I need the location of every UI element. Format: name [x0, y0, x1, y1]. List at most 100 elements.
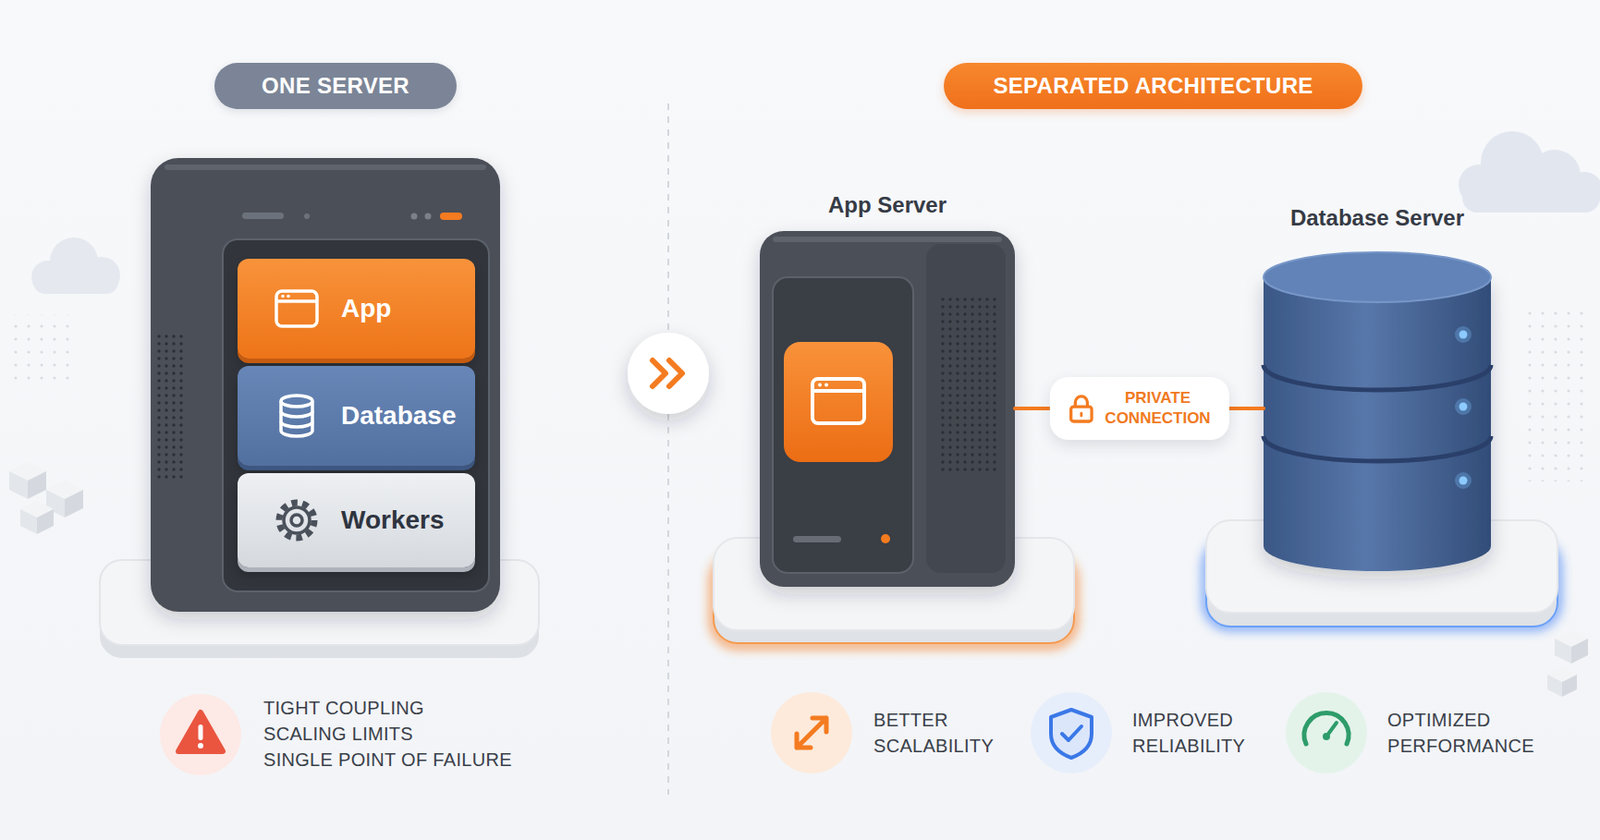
cube-face	[36, 509, 54, 535]
window-icon	[276, 299, 318, 304]
gauge-icon	[1304, 712, 1349, 745]
section-badge: ONE SERVER	[214, 62, 457, 110]
benefit-text: SINGLE POINT OF FAILURE	[263, 746, 513, 773]
lock-icon	[1067, 393, 1094, 424]
server-chassis	[150, 158, 501, 612]
section-badge: SEPARATED ARCHITECTURE	[943, 62, 1363, 110]
benefit-text: IMPROVED RELIABILITY	[1132, 707, 1246, 759]
drive-slot	[242, 212, 284, 220]
cube-face	[27, 471, 47, 500]
led	[1459, 330, 1468, 340]
icon-circle	[1030, 692, 1112, 774]
lock-icon	[1070, 406, 1091, 422]
dot-grid	[1520, 305, 1593, 482]
shield-icon	[1062, 726, 1082, 741]
divider	[667, 103, 670, 795]
lock-icon	[1079, 412, 1083, 418]
layer-text: Workers	[341, 505, 445, 536]
cube-face	[1571, 638, 1588, 664]
window-icon	[824, 383, 829, 388]
cloud-part	[1462, 183, 1600, 213]
cube-face	[64, 489, 84, 518]
gear-icon	[291, 514, 303, 526]
layer-icon	[272, 284, 321, 333]
chassis-highlight	[164, 164, 487, 171]
cylinder-bottom	[1263, 521, 1491, 572]
scale-icon	[796, 718, 827, 748]
lock-icon	[1074, 396, 1088, 407]
led-glow	[1454, 398, 1472, 416]
warning-icon	[197, 743, 204, 749]
server-title: Database Server	[1290, 205, 1465, 232]
led-glow	[1454, 472, 1472, 489]
gear-icon	[283, 507, 310, 534]
database-layer: Database	[237, 366, 476, 466]
benefit-text: BETTER SCALABILITY	[873, 707, 994, 759]
cube-face	[1547, 674, 1563, 697]
database-cylinder	[1263, 277, 1491, 572]
arrow-circle	[627, 332, 709, 415]
led	[1459, 476, 1468, 486]
window-icon	[276, 291, 318, 327]
app-tile	[783, 341, 893, 463]
shield-icon	[1050, 709, 1092, 758]
drive-slot	[793, 536, 842, 543]
badge-text: ONE SERVER	[261, 73, 410, 99]
vent-grille	[157, 332, 184, 481]
icon-circle	[770, 692, 853, 774]
led	[1459, 403, 1468, 412]
window-icon	[812, 389, 865, 393]
benefit-text: TIGHT COUPLING	[263, 695, 425, 721]
database-server: Database Server	[1263, 205, 1491, 572]
warning-icon	[178, 712, 223, 752]
app-layer: App	[237, 258, 476, 359]
layer-icon	[272, 391, 321, 440]
window-icon	[280, 294, 285, 299]
layer-icon	[272, 496, 321, 545]
benefit-text: SCALING LIMITS	[263, 720, 414, 747]
cylinder-band	[1263, 436, 1491, 462]
icon-circle	[1285, 692, 1368, 774]
led	[411, 213, 418, 220]
cube-face	[9, 471, 28, 500]
layer-text: App	[341, 293, 391, 324]
cylinder-top	[1263, 252, 1491, 303]
window-icon	[818, 383, 822, 388]
server-title: App Server	[828, 192, 947, 219]
window-icon	[812, 378, 865, 424]
warning-icon	[198, 724, 204, 741]
led	[425, 213, 432, 220]
cube-face	[20, 509, 37, 535]
database-icon	[280, 401, 313, 437]
cube-face	[1554, 638, 1572, 664]
gear-icon	[279, 502, 315, 538]
vent-grille	[940, 295, 997, 472]
app-server: App Server	[759, 192, 1015, 587]
icon-circle	[159, 694, 242, 776]
button	[304, 213, 310, 220]
connection-pill: PRIVATE CONNECTION	[1049, 377, 1229, 440]
led	[880, 534, 891, 544]
cloud	[31, 237, 121, 294]
chassis-highlight	[772, 236, 1002, 243]
chevron-arrow	[652, 360, 683, 387]
connection-label: PRIVATE CONNECTION	[1104, 388, 1210, 429]
gauge-icon	[1322, 732, 1331, 741]
cloud	[1458, 131, 1600, 213]
cube-face	[1562, 674, 1577, 697]
front-panel	[772, 277, 914, 574]
platform	[1206, 520, 1558, 613]
badge-text: SEPARATED ARCHITECTURE	[992, 73, 1313, 99]
led	[439, 212, 463, 220]
cloud-part	[33, 269, 119, 294]
workers-layer: Workers	[237, 473, 476, 568]
chassis-bay	[222, 239, 489, 592]
server-chassis	[759, 231, 1015, 587]
database-icon	[280, 411, 313, 428]
led-glow	[1454, 326, 1472, 343]
benefit-text: OPTIMIZED PERFORMANCE	[1387, 707, 1535, 759]
window-icon	[286, 294, 291, 299]
layer-text: Database	[341, 401, 457, 431]
